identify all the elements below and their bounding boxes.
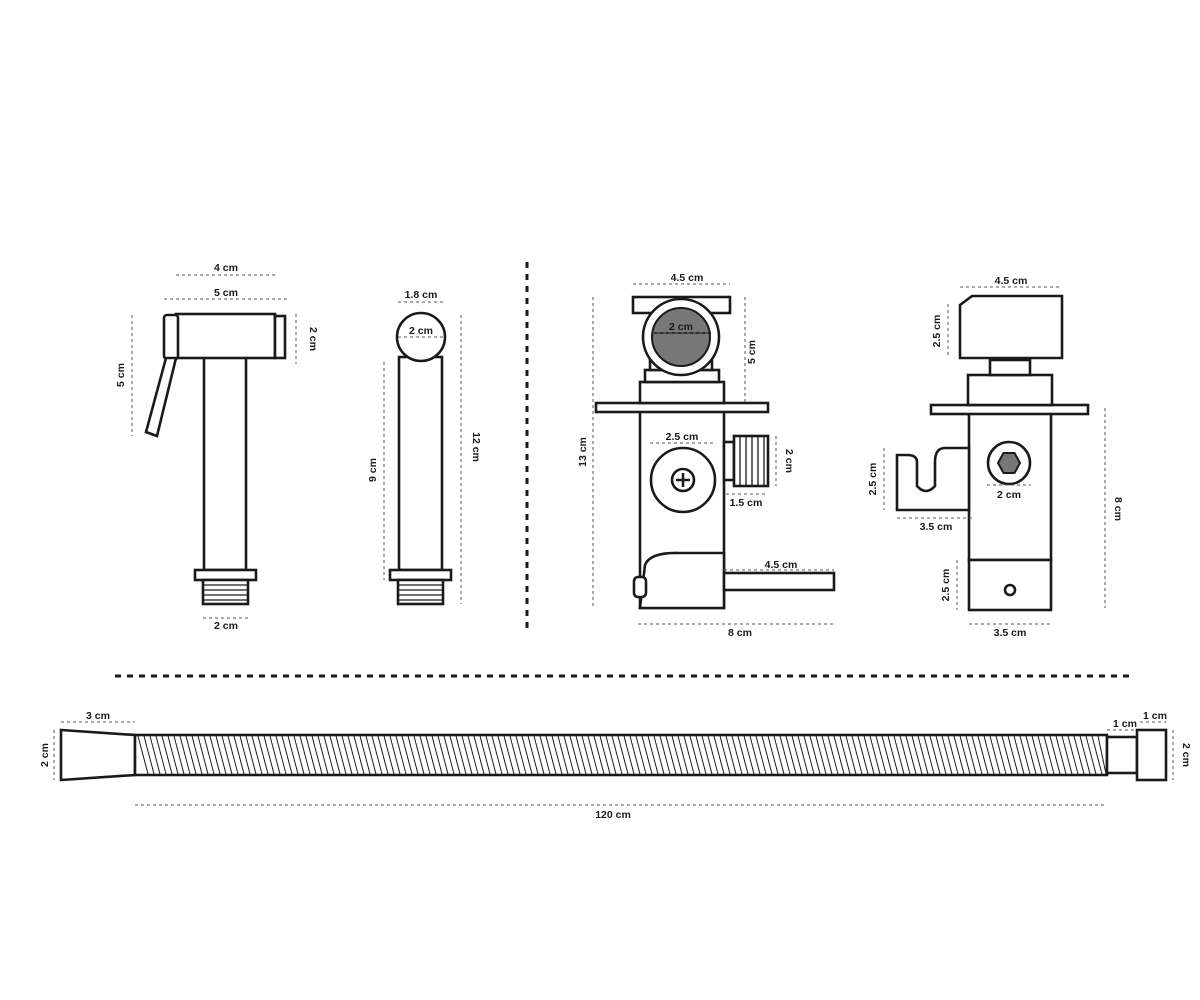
valve-side-knob-stem [988, 358, 1032, 377]
valve-side-dim-2-5cm-foot: 2.5 cm [940, 569, 952, 602]
sprayer-front-dim-4cm: 4 cm [214, 262, 238, 274]
valve-front-dim-1-5cm: 1.5 cm [730, 497, 763, 509]
valve-front-dim-8cm: 8 cm [728, 627, 752, 639]
sprayer-side-stem [397, 355, 444, 572]
valve-side-view: 4.5 cm 2.5 cm 2.5 cm 3.5 cm 2 cm 8 cm 2.… [867, 275, 1124, 639]
valve-bonnet [638, 380, 726, 405]
hose-dim-3cm: 3 cm [86, 710, 110, 722]
valve-side-dim-3-5cm-holder: 3.5 cm [920, 521, 953, 533]
valve-front-dim-2cm-knob: 2 cm [669, 321, 693, 333]
sprayer-holder [895, 446, 971, 512]
hose-spiral-lines [137, 735, 1107, 775]
hose-right-collar [1105, 735, 1139, 775]
sprayer-side-dim-9cm: 9 cm [367, 458, 379, 482]
sprayer-side-dim-12cm: 12 cm [470, 432, 482, 462]
valve-side-knob [958, 294, 1064, 360]
sprayer-front-dim-5cm-lever: 5 cm [115, 363, 127, 387]
sprayer-side-collar [388, 568, 453, 582]
valve-side-body [967, 410, 1053, 562]
valve-side-foot-hole [1003, 583, 1017, 597]
valve-knob-center [651, 307, 711, 367]
valve-front-dim-2cm-outlet: 2 cm [783, 449, 795, 473]
sprayer-thread-lines [203, 584, 248, 601]
valve-front-dim-13cm: 13 cm [577, 437, 589, 467]
hose-view: 3 cm 2 cm 120 cm 1 cm 1 cm 2 cm [39, 710, 1192, 821]
sprayer-side-dim-1-8cm: 1.8 cm [405, 289, 438, 301]
sprayer-front-dim-2cm-connector: 2 cm [214, 620, 238, 632]
sprayer-side-head [395, 311, 447, 363]
valve-front-view: 4.5 cm 2 cm 5 cm 13 cm 2.5 cm 2 cm 1.5 c… [577, 272, 836, 639]
hose-left-nut [59, 728, 137, 782]
valve-side-dim-3-5cm-foot: 3.5 cm [994, 627, 1027, 639]
hose-dim-1cm-collar: 1 cm [1113, 718, 1137, 730]
valve-outlet-collar [722, 440, 736, 482]
sprayer-stem [202, 355, 248, 572]
hex-socket-icon [996, 452, 1022, 474]
sprayer-collar [193, 568, 258, 582]
hose-dim-120cm: 120 cm [595, 809, 631, 821]
valve-side-dim-4-5cm: 4.5 cm [995, 275, 1028, 287]
valve-side-dim-2-5cm-knob: 2.5 cm [931, 315, 943, 348]
sprayer-side-dim-2cm: 2 cm [409, 325, 433, 337]
valve-front-dim-4-5cm: 4.5 cm [671, 272, 704, 284]
valve-lever-knob [632, 575, 648, 599]
valve-side-dim-8cm: 8 cm [1112, 497, 1124, 521]
hose-dim-2cm-left: 2 cm [39, 743, 51, 767]
valve-outlet-thread-lines [739, 436, 765, 486]
valve-front-dim-4-5cm-pipe: 4.5 cm [765, 559, 798, 571]
hose-right-nut [1135, 728, 1168, 782]
sprayer-nozzle [273, 314, 287, 360]
valve-lever-base [638, 551, 726, 610]
valve-side-flange [929, 403, 1090, 416]
hose-dim-1cm-nut: 1 cm [1143, 710, 1167, 722]
valve-side-dim-2cm-hex: 2 cm [997, 489, 1021, 501]
valve-outlet-thread [732, 434, 770, 488]
valve-pipe [722, 571, 836, 592]
valve-front-dim-5cm: 5 cm [746, 340, 758, 364]
valve-flange [594, 401, 770, 414]
sprayer-head [174, 312, 277, 360]
valve-side-bonnet [966, 373, 1054, 407]
sprayer-lever-top [162, 313, 180, 361]
valve-side-dim-2-5cm-holder: 2.5 cm [867, 463, 879, 496]
valve-front-dim-2-5cm: 2.5 cm [666, 431, 699, 443]
sprayer-side-thread-lines [398, 584, 443, 601]
sprayer-front-view: 4 cm 5 cm 2 cm 5 cm 2 cm [115, 262, 319, 632]
sprayer-front-dim-2cm-head: 2 cm [307, 327, 319, 351]
sprayer-lever [144, 356, 178, 438]
hose-dim-2cm-right: 2 cm [1180, 743, 1192, 767]
sprayer-front-dim-5cm: 5 cm [214, 287, 238, 299]
sprayer-side-view: 1.8 cm 2 cm 9 cm 12 cm [367, 289, 482, 606]
